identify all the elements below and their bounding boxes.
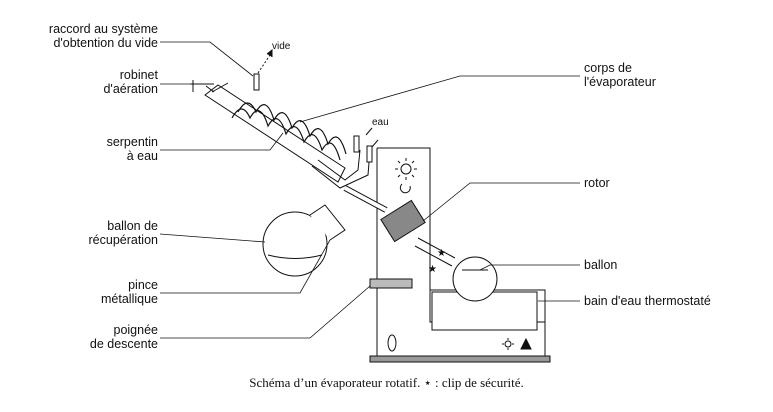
label-poignee-line1: poignée — [113, 323, 159, 337]
label-bain: bain d'eau thermostaté — [584, 294, 711, 308]
svg-text:★: ★ — [437, 248, 446, 259]
label-raccord-line2: d'obtention du vide — [53, 36, 158, 50]
base-knob — [387, 334, 397, 352]
label-robinet: robinet d'aération — [0, 68, 158, 96]
base-plate — [369, 355, 551, 363]
label-corps-line1: corps de — [584, 61, 632, 75]
label-serpentin: serpentin à eau — [0, 135, 158, 163]
label-ballon-recuperation: ballon de récupération — [0, 219, 159, 247]
label-ballon: ballon — [584, 258, 618, 272]
handle-bar — [369, 278, 413, 289]
flask — [452, 256, 498, 302]
label-pince: pince métallique — [0, 278, 158, 306]
receiving-flask — [262, 211, 328, 277]
rotation-icon — [399, 183, 411, 194]
label-eau: eau — [372, 117, 389, 128]
coil — [237, 102, 347, 155]
indicator-light-icon — [502, 338, 514, 350]
label-robinet-line2: d'aération — [103, 82, 158, 96]
label-vide: vide — [272, 41, 291, 52]
label-serpentin-line1: serpentin — [106, 135, 158, 149]
triangle-icon — [520, 337, 532, 350]
sun-icon — [395, 158, 417, 180]
leader-lines — [159, 41, 580, 339]
label-serpentin-line2: à eau — [126, 149, 158, 163]
svg-text:★: ★ — [428, 264, 437, 275]
label-pince-line1: pince — [128, 278, 158, 292]
label-corps-line2: l'évaporateur — [584, 75, 656, 89]
stopcock — [190, 80, 215, 93]
label-pince-line2: métallique — [101, 292, 158, 306]
label-ballon-recup-line2: récupération — [88, 233, 159, 247]
label-robinet-line1: robinet — [119, 68, 158, 82]
label-raccord-line1: raccord au système — [48, 22, 158, 36]
label-poignee-line2: de descente — [89, 337, 158, 351]
rotor — [380, 199, 426, 243]
label-corps: corps de l'évaporateur — [584, 61, 656, 89]
label-rotor: rotor — [584, 176, 610, 190]
label-poignee: poignée de descente — [0, 323, 158, 351]
label-raccord: raccord au système d'obtention du vide — [0, 22, 158, 50]
figure-caption: Schéma d’un évaporateur rotatif. ⋆ : cli… — [249, 375, 524, 390]
label-ballon-recup-line1: ballon de — [107, 219, 158, 233]
